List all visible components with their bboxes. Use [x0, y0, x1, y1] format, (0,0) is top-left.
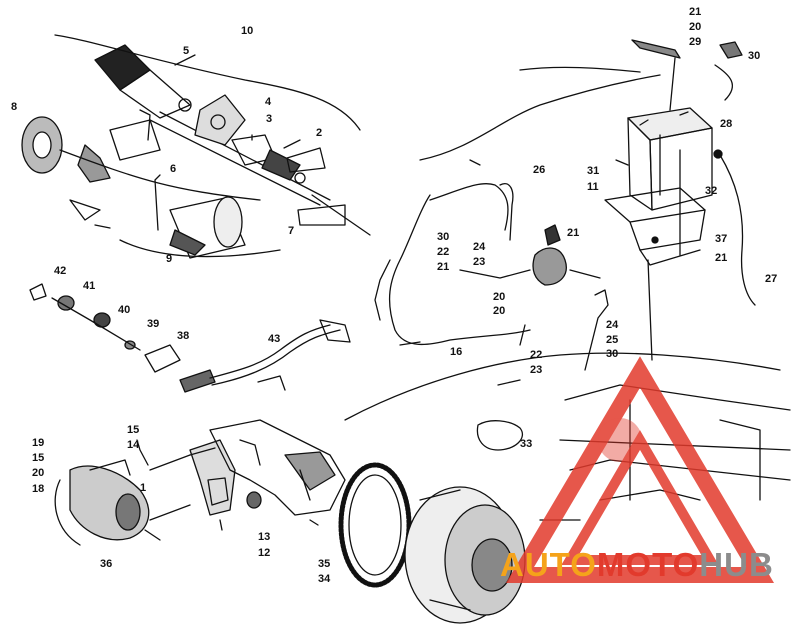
callout-9: 9	[166, 253, 173, 265]
callout-29: 29	[689, 36, 702, 48]
solenoid-wiring	[374, 183, 609, 371]
watermark-part-auto: AUTO	[500, 546, 597, 583]
callout-13: 13	[258, 531, 271, 543]
callout-25-mid: 24	[473, 241, 486, 253]
callout-30-mid: 30	[437, 231, 450, 243]
callout-22-low: 22	[530, 349, 543, 361]
callout-20-mid: 20	[493, 305, 506, 317]
starter-housing	[169, 196, 246, 259]
ring-gear	[309, 462, 412, 588]
callout-32: 32	[705, 185, 718, 197]
snap-ring	[476, 420, 523, 451]
callout-38: 38	[177, 330, 190, 342]
callout-2: 2	[316, 127, 323, 139]
callout-21-right: 21	[715, 252, 728, 264]
callout-10: 10	[241, 25, 254, 37]
callout-24-right: 24	[606, 319, 619, 331]
callout-6: 6	[170, 163, 177, 175]
callout-28: 28	[720, 118, 733, 130]
callout-41: 41	[83, 280, 96, 292]
callout-17: 21	[567, 227, 580, 239]
callout-20-left: 20	[32, 467, 45, 479]
callout-40: 40	[118, 304, 131, 316]
callout-22-mid: 21	[437, 261, 450, 273]
watermark-part-hub: HUB	[699, 546, 774, 583]
callout-4: 4	[265, 96, 272, 108]
callout-15-a: 15	[127, 424, 140, 436]
callout-31: 31	[587, 165, 600, 177]
callout-21-mid: 20	[493, 291, 506, 303]
callout-37: 37	[715, 233, 728, 245]
flywheel	[404, 486, 526, 624]
callout-1: 1	[140, 482, 147, 494]
callout-23-low: 23	[530, 364, 543, 376]
callout-36: 36	[100, 558, 113, 570]
callout-34: 34	[318, 573, 331, 585]
wiring-harness	[179, 319, 351, 393]
callout-14: 14	[127, 439, 140, 451]
callout-30-right: 30	[606, 348, 619, 360]
battery-tray	[604, 149, 706, 361]
small-parts-column	[29, 283, 181, 373]
battery	[615, 107, 713, 211]
watermark-part-moto: MOTO	[596, 546, 700, 583]
starter-drive-end	[21, 109, 161, 229]
starter-armature	[94, 44, 331, 206]
callout-5: 5	[183, 45, 190, 57]
callout-39: 39	[147, 318, 160, 330]
callout-21-top: 21	[689, 6, 702, 18]
watermark-text: AUTOMOTOHUB	[500, 548, 774, 581]
callout-25-right: 25	[606, 334, 619, 346]
callout-12: 12	[258, 547, 271, 559]
callout-27: 27	[765, 273, 778, 285]
coil-assembly	[54, 459, 191, 546]
callout-16: 16	[450, 346, 463, 358]
callout-42: 42	[54, 265, 67, 277]
callout-26: 26	[533, 164, 546, 176]
callout-11: 11	[587, 181, 599, 193]
callout-20-top: 20	[689, 21, 702, 33]
callout-7: 7	[288, 225, 295, 237]
callout-33: 33	[520, 438, 533, 450]
callout-23-mid: 22	[437, 246, 450, 258]
callout-8: 8	[11, 101, 18, 113]
callout-3: 3	[266, 113, 273, 125]
callout-24-mid: 23	[473, 256, 486, 268]
watermark-logo-mark	[505, 356, 775, 583]
callout-30-top: 30	[748, 50, 761, 62]
callout-35: 35	[318, 558, 331, 570]
cable-27	[713, 149, 756, 306]
callout-19: 19	[32, 437, 45, 449]
callout-15-b: 15	[32, 452, 45, 464]
engine-section	[209, 419, 346, 516]
callout-18: 18	[32, 483, 45, 495]
battery-strap	[631, 39, 743, 111]
callout-43: 43	[268, 333, 281, 345]
cable-26	[419, 74, 661, 161]
